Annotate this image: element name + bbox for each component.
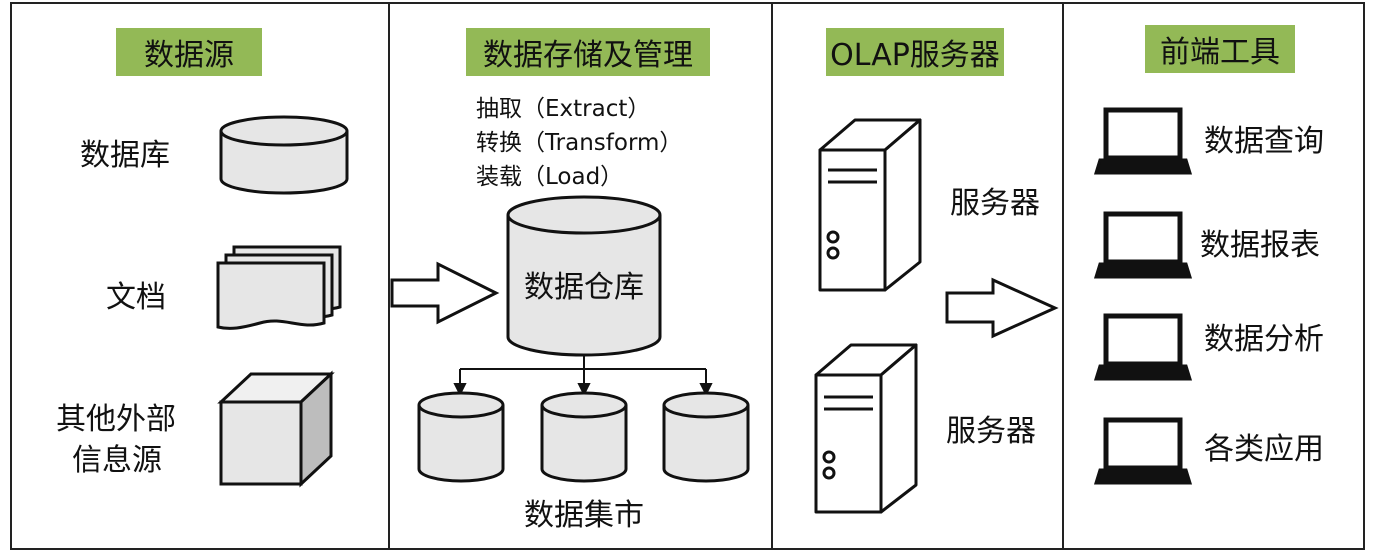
label-data-analysis: 数据分析 — [1204, 322, 1324, 357]
diagram-frame — [10, 2, 1365, 550]
data-mart-cylinder-icon — [540, 391, 628, 483]
header-data-source: 数据源 — [116, 28, 262, 76]
label-applications: 各类应用 — [1204, 432, 1324, 467]
label-data-warehouse: 数据仓库 — [524, 270, 644, 305]
document-stack-icon — [216, 245, 342, 330]
laptop-icon — [1093, 313, 1193, 381]
flow-arrow-2 — [945, 277, 1059, 339]
label-data-report: 数据报表 — [1200, 228, 1320, 263]
label-external-source-line1: 其他外部 — [56, 402, 176, 437]
label-data-marts: 数据集市 — [524, 498, 644, 533]
etl-load: 装载（Load） — [476, 164, 624, 190]
header-frontend-tools: 前端工具 — [1145, 25, 1295, 73]
label-server-1: 服务器 — [950, 186, 1040, 221]
label-database: 数据库 — [80, 138, 170, 173]
laptop-icon — [1093, 417, 1193, 485]
label-document: 文档 — [106, 280, 166, 315]
server-tower-icon — [814, 343, 918, 514]
mart-connectors — [453, 355, 713, 397]
data-warehouse-cylinder-icon — [506, 195, 662, 357]
database-cylinder-icon — [219, 115, 349, 195]
header-storage-management: 数据存储及管理 — [466, 28, 710, 76]
header-olap-server: OLAP服务器 — [826, 28, 1004, 76]
etl-transform: 转换（Transform） — [476, 130, 683, 156]
server-tower-icon — [818, 118, 922, 292]
laptop-icon — [1093, 211, 1193, 279]
etl-extract: 抽取（Extract） — [476, 96, 651, 122]
flow-arrow-1 — [390, 261, 500, 325]
data-mart-cylinder-icon — [417, 391, 505, 483]
label-external-source-line2: 信息源 — [72, 443, 162, 478]
label-server-2: 服务器 — [946, 414, 1036, 449]
label-data-query: 数据查询 — [1204, 124, 1324, 159]
data-mart-cylinder-icon — [662, 391, 750, 483]
laptop-icon — [1093, 107, 1193, 175]
cube-icon — [217, 370, 335, 488]
